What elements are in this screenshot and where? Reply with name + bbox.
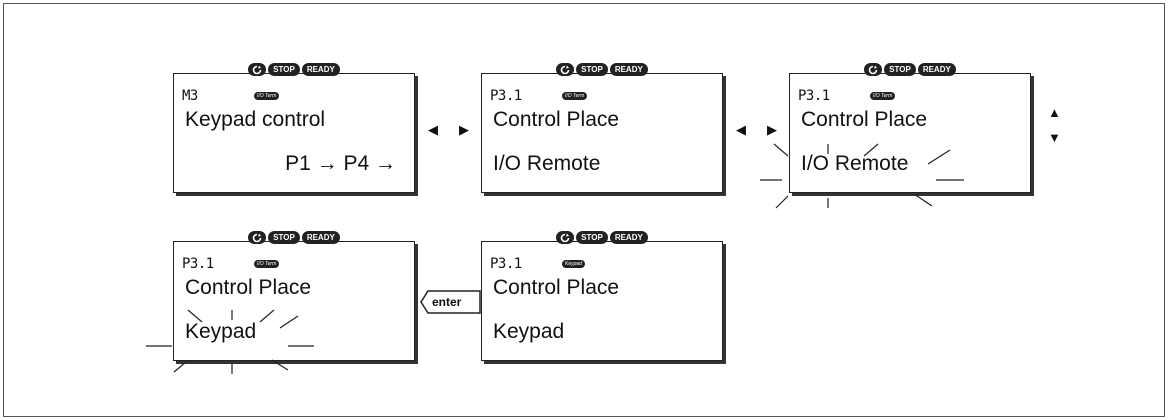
status-bar: STOP READY	[482, 63, 722, 76]
status-bar: STOP READY	[174, 63, 414, 76]
stop-indicator: STOP	[884, 63, 916, 76]
ready-indicator: READY	[301, 63, 340, 76]
stop-indicator: STOP	[576, 63, 608, 76]
parameter-code: P3.1	[490, 256, 522, 272]
ready-indicator: READY	[609, 63, 648, 76]
stop-indicator: STOP	[576, 231, 608, 244]
display-line-1: Control Place	[185, 276, 312, 299]
ready-indicator: READY	[609, 231, 648, 244]
enter-button[interactable]: enter	[432, 295, 462, 309]
display-line-1: Control Place	[493, 108, 620, 131]
figure-frame	[3, 3, 1165, 417]
parameter-code: P3.1	[182, 256, 214, 272]
display-line-2: Keypad	[185, 320, 257, 343]
control-mode-tag: Keypad	[562, 260, 585, 268]
display-line-2: P1 → P4 →	[285, 152, 396, 175]
ready-indicator: READY	[301, 231, 340, 244]
control-mode-tag: I/O Term	[870, 92, 896, 100]
left-arrow-icon: ◀	[736, 122, 746, 137]
menu-code: M3	[182, 88, 198, 104]
right-arrow-icon: ▶	[767, 122, 777, 137]
display-line-2: Keypad	[493, 320, 565, 343]
display-line-2: I/O Remote	[493, 152, 601, 175]
left-arrow-icon: ◀	[428, 122, 438, 137]
display-line-1: Control Place	[801, 108, 928, 131]
down-arrow-icon: ▼	[1048, 130, 1061, 145]
status-bar: STOP READY	[790, 63, 1030, 76]
keypad-display-3: STOP READY P3.1 I/O Term Control Place I…	[789, 63, 1031, 193]
parameter-code: P3.1	[798, 88, 830, 104]
status-bar: STOP READY	[174, 231, 414, 244]
keypad-display-5: STOP READY P3.1 Keypad Control Place Key…	[481, 231, 723, 361]
ready-indicator: READY	[917, 63, 956, 76]
stop-indicator: STOP	[268, 231, 300, 244]
display-line-1: Keypad control	[185, 108, 326, 131]
display-line-1: Control Place	[493, 276, 620, 299]
parameter-code: P3.1	[490, 88, 522, 104]
stop-indicator: STOP	[268, 63, 300, 76]
right-arrow-icon: ▶	[459, 122, 469, 137]
keypad-display-4: STOP READY P3.1 I/O Term Control Place K…	[173, 231, 415, 361]
rotation-icon	[556, 231, 575, 244]
status-bar: STOP READY	[482, 231, 722, 244]
rotation-icon	[248, 63, 267, 76]
rotation-icon	[864, 63, 883, 76]
keypad-display-2: STOP READY P3.1 I/O Term Control Place I…	[481, 63, 723, 193]
display-line-2: I/O Remote	[801, 152, 909, 175]
control-mode-tag: I/O Term	[562, 92, 588, 100]
control-mode-tag: I/O Term	[254, 260, 280, 268]
blink-rays-icon	[760, 143, 964, 209]
rotation-icon	[248, 231, 267, 244]
rotation-icon	[556, 63, 575, 76]
keypad-display-1: STOP READY M3 I/O Term Keypad control P1…	[173, 63, 415, 193]
control-mode-tag: I/O Term	[254, 92, 280, 100]
blink-rays-icon	[146, 309, 314, 374]
enter-button-outline	[420, 290, 481, 314]
up-arrow-icon: ▲	[1048, 105, 1061, 120]
